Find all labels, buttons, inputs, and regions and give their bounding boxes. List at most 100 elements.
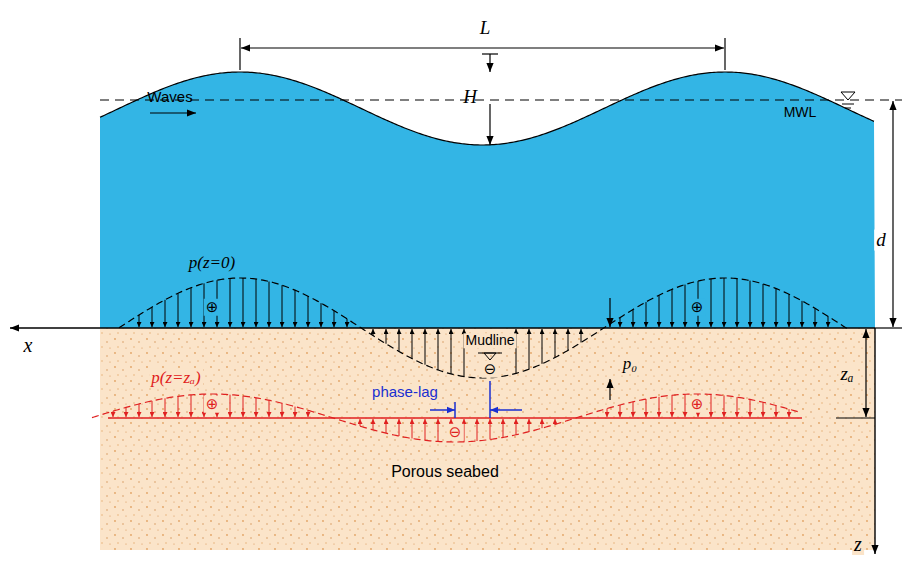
pressure-arrow — [295, 407, 296, 417]
pressure-arrow — [451, 329, 452, 374]
pressure-arrow — [282, 403, 283, 417]
pressure-arrow — [659, 397, 660, 417]
pressure-arrow — [269, 400, 270, 417]
pressure-arrow — [438, 329, 439, 370]
pressure-arrow — [256, 279, 257, 327]
pressure-arrow — [490, 419, 491, 440]
pressure-arrow — [243, 278, 244, 327]
axis-label: x — [22, 334, 35, 356]
pressure-arrow — [581, 329, 582, 343]
sign-symbol: ⊖ — [447, 424, 464, 441]
pressure-arrow — [659, 295, 660, 327]
pressure-arrow — [737, 279, 738, 327]
pressure-arrow — [477, 419, 478, 441]
pressure-arrow — [503, 419, 504, 437]
pressure-arrow — [529, 329, 530, 369]
water-body — [100, 72, 875, 328]
pressure-arrow — [750, 399, 751, 417]
pressure-arrow — [568, 329, 569, 350]
water-depth-dimension — [875, 101, 902, 328]
pressure-arrow — [386, 329, 387, 344]
pressure-arrow — [165, 398, 166, 417]
pressure-arrow — [672, 395, 673, 417]
pressure-arrow — [438, 419, 439, 441]
pressure-arrow — [139, 404, 140, 417]
pressure-arrow — [763, 402, 764, 417]
water-level-symbol — [841, 92, 855, 108]
level-label: MWL — [782, 105, 819, 120]
dimension-label: d — [874, 230, 888, 251]
pressure-arrow — [282, 285, 283, 327]
sign-symbol: ⊕ — [204, 396, 221, 413]
sign-symbol: ⊕ — [689, 299, 706, 316]
amplitude-p0-marker — [609, 298, 610, 400]
pressure-arrow — [256, 398, 257, 417]
pressure-arrow — [464, 419, 465, 442]
pressure-arrow — [555, 419, 556, 424]
wave-label: Waves — [145, 89, 194, 106]
pressure-arrow — [542, 419, 543, 428]
pressure-arrow — [334, 311, 335, 327]
pressure-arrow — [399, 329, 400, 351]
pressure-arrow — [139, 315, 140, 327]
axis-label: z — [852, 533, 864, 555]
pressure-arrow — [373, 419, 374, 430]
pressure-arrow — [802, 301, 803, 327]
pressure-arrows-mudline — [139, 278, 828, 377]
pressure-arrow — [750, 281, 751, 327]
pressure-arrow — [191, 288, 192, 327]
pressure-arrow — [178, 396, 179, 417]
pressure-arrow — [711, 394, 712, 417]
x-axis — [10, 327, 875, 328]
pressure-arrow — [308, 296, 309, 327]
pressure-arrow — [412, 329, 413, 359]
mudline-symbol — [478, 353, 502, 360]
pressure-arrows-depth — [113, 394, 789, 442]
pressure-arrow — [425, 329, 426, 365]
porous-seabed — [100, 328, 875, 550]
pressure-arrow — [542, 329, 543, 364]
pressure-arrow — [620, 405, 621, 417]
pressure-arrow — [360, 419, 361, 426]
mudline-label: Mudline — [463, 333, 516, 348]
depth-za-dimension — [836, 329, 875, 418]
pressure-arrow — [425, 419, 426, 440]
pressure-arrow — [685, 285, 686, 327]
mean-water-level — [100, 99, 902, 100]
pressure-arrow — [828, 316, 829, 327]
sign-symbol: ⊕ — [204, 299, 221, 316]
phase-lag-marker — [430, 381, 522, 418]
dimension-label: zₐ — [839, 364, 856, 385]
pressure-arrow — [113, 411, 114, 417]
pressure-arrow — [191, 395, 192, 417]
phase-lag-label: phase-lag — [370, 384, 440, 401]
pressure-arrow — [789, 409, 790, 417]
pressure-arrow — [243, 396, 244, 417]
pressure-arrow — [178, 293, 179, 327]
dimension-label: H — [461, 87, 479, 108]
pressure-curve-depth — [92, 394, 800, 442]
pressure-arrow — [230, 395, 231, 417]
seabed-label: Porous seabed — [389, 463, 501, 481]
pressure-arrow — [269, 281, 270, 327]
pressure-arrow — [633, 402, 634, 417]
pressure-arrow — [516, 419, 517, 435]
pressure-arrow — [126, 407, 127, 417]
pressure-arrow — [308, 410, 309, 417]
pressure-arrow — [412, 419, 413, 438]
amplitude-label: p₀ — [621, 355, 639, 374]
pressure-arrow — [737, 397, 738, 417]
pressure-arrow — [555, 329, 556, 358]
pressure-arrow — [347, 319, 348, 327]
pressure-arrow — [633, 310, 634, 327]
wavelength-dimension — [240, 38, 725, 70]
pressure-arrow — [620, 318, 621, 327]
pressure-arrow — [230, 278, 231, 327]
wave-direction-arrow — [150, 112, 196, 113]
pressure-arrow — [295, 290, 296, 327]
pressure-arrow — [152, 307, 153, 327]
pressure-arrow — [607, 409, 608, 417]
pressure-arrow — [165, 300, 166, 327]
